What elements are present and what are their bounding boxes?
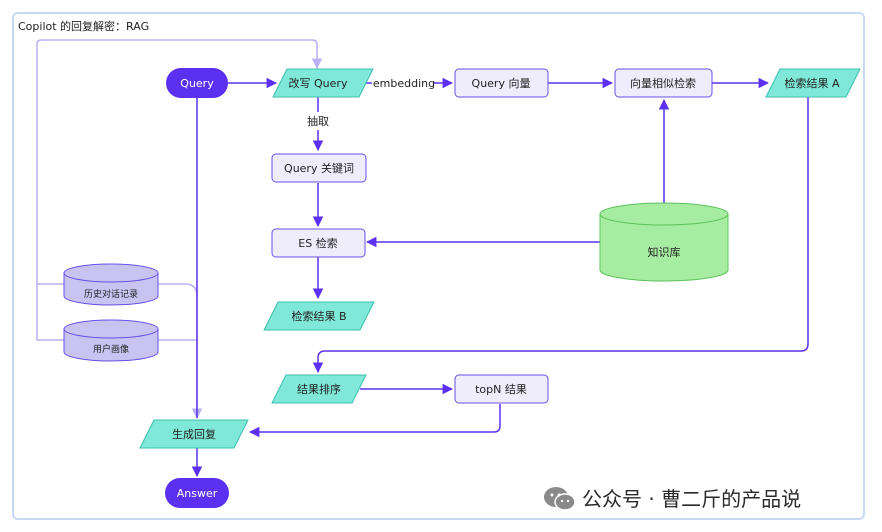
node-generate-reply-label: 生成回复 — [172, 427, 216, 441]
node-answer[interactable]: Answer — [165, 478, 229, 508]
watermark-text: 公众号 · 曹二斤的产品说 — [582, 487, 802, 511]
node-query-label: Query — [180, 77, 214, 90]
edge-label-extract: 抽取 — [307, 114, 329, 128]
node-topn-results-label: topN 结果 — [475, 383, 527, 396]
node-query-keywords-label: Query 关键词 — [284, 161, 354, 175]
flow-arrows — [191, 77, 809, 478]
node-generate-reply[interactable]: 生成回复 — [139, 419, 249, 449]
node-vector-search-label: 向量相似检索 — [630, 76, 696, 90]
node-sort-results[interactable]: 结果排序 — [271, 374, 367, 404]
node-sort-results-label: 结果排序 — [297, 382, 341, 396]
node-history-db-label: 历史对话记录 — [84, 288, 138, 300]
node-result-a-label: 检索结果 A — [784, 76, 839, 90]
diagram-frame — [12, 12, 865, 520]
node-vector-search[interactable]: 向量相似检索 — [614, 68, 713, 98]
node-query-keywords[interactable]: Query 关键词 — [271, 153, 367, 183]
node-es-search-label: ES 检索 — [298, 236, 337, 250]
node-knowledge-base-label: 知识库 — [648, 245, 681, 259]
node-result-a[interactable]: 检索结果 A — [765, 68, 861, 98]
node-knowledge-base[interactable]: 知识库 — [599, 202, 729, 282]
node-rewrite-query[interactable]: 改写 Query — [272, 68, 374, 98]
node-profile-db[interactable]: 用户画像 — [63, 319, 159, 362]
node-history-db[interactable]: 历史对话记录 — [63, 263, 159, 306]
node-query-vector-label: Query 向量 — [472, 76, 531, 90]
diagram-title: Copilot 的回复解密：RAG — [18, 20, 150, 33]
node-answer-label: Answer — [177, 487, 218, 500]
node-rewrite-query-label: 改写 Query — [289, 76, 348, 90]
node-es-search[interactable]: ES 检索 — [271, 228, 366, 258]
node-result-b-label: 检索结果 B — [291, 309, 346, 323]
node-query-vector[interactable]: Query 向量 — [454, 68, 549, 98]
node-profile-db-label: 用户画像 — [93, 343, 129, 355]
edge-label-embedding: embedding — [373, 77, 435, 90]
node-query[interactable]: Query — [166, 68, 228, 98]
wechat-icon — [544, 487, 576, 511]
node-topn-results[interactable]: topN 结果 — [454, 374, 549, 404]
node-result-b[interactable]: 检索结果 B — [263, 301, 375, 331]
